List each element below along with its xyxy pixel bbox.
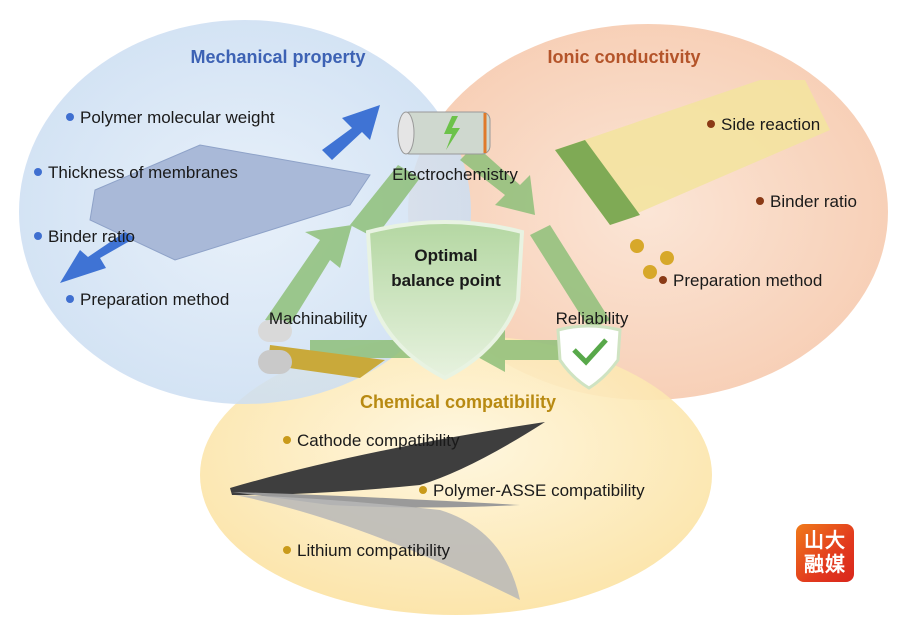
item-label: Polymer-ASSE compatibility [433,481,645,500]
item-label: Preparation method [673,271,823,290]
ionic-item: Preparation method [659,271,822,291]
arrow-top-right [460,145,535,215]
bullet-icon [659,276,667,284]
mechanical-item: Thickness of membranes [34,163,238,183]
item-label: Lithium compatibility [297,541,451,560]
chemical-item: Cathode compatibility [283,431,460,451]
ionic-item: Binder ratio [756,192,857,212]
bullet-icon [66,113,74,121]
mesh-strip [555,140,640,225]
particle [630,239,644,253]
bullet-icon [419,486,427,494]
electrochemistry-label: Electrochemistry [392,165,518,184]
chemical-item: Lithium compatibility [283,541,450,561]
logo-text: 融媒 [804,552,846,576]
mechanical-item: Binder ratio [34,227,135,247]
membrane-illustration [89,144,371,261]
roller-illustration [258,320,385,378]
item-label: Side reaction [721,115,821,134]
particle [660,251,674,265]
chemical-title: Chemical compatibility [359,392,557,412]
mechanical-title: Mechanical property [190,47,366,67]
bullet-icon [283,436,291,444]
ionic-title: Ionic conductivity [547,47,701,67]
blue-arrow-up [322,105,380,160]
cathode-sheet [230,422,545,495]
logo-text: 山大 [804,528,846,552]
mechanical-item: Polymer molecular weight [66,108,275,128]
item-label: Binder ratio [48,227,135,246]
bullet-icon [34,168,42,176]
chemical-ellipse [200,335,712,615]
lithium-sheet [235,495,520,600]
ionic-item: Side reaction [707,115,820,135]
center-label-line1: Optimal [414,246,478,265]
shield-icon [365,220,525,381]
item-label: Polymer molecular weight [80,108,275,127]
bullet-icon [756,197,764,205]
reliability-label: Reliability [555,309,629,328]
bullet-icon [283,546,291,554]
item-label: Cathode compatibility [297,431,460,450]
item-label: Binder ratio [770,192,857,211]
bullet-icon [707,120,715,128]
item-label: Preparation method [80,290,230,309]
center-label-line2: balance point [391,271,501,290]
asse-sheet [232,492,520,508]
bullet-icon [66,295,74,303]
mechanical-item: Preparation method [66,290,229,310]
chemical-item: Polymer-ASSE compatibility [419,481,645,501]
blue-arrow-down [60,232,135,283]
particle [643,265,657,279]
arrow-right-down [530,225,610,330]
arrow-left-up [265,225,352,325]
item-label: Thickness of membranes [48,163,238,182]
watermark-logo: 山大融媒 [796,524,854,582]
arrow-top-up [350,165,420,238]
bullet-icon [34,232,42,240]
film-illustration [555,80,830,225]
cycle-arrows [265,145,610,372]
machinability-label: Machinability [268,309,368,328]
